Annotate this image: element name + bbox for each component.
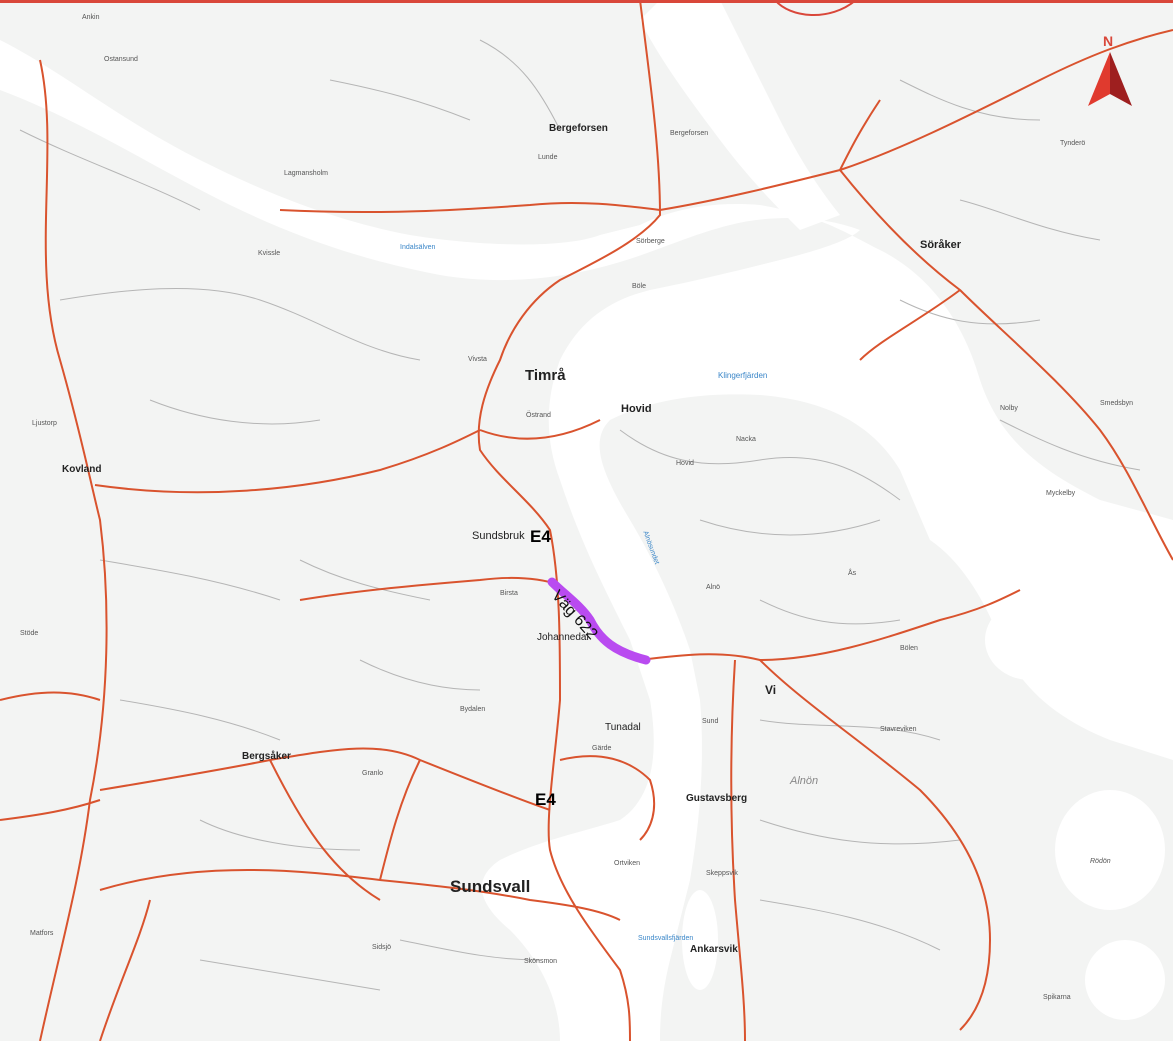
town-sundsbruk[interactable]: Sundsbruk bbox=[472, 530, 525, 542]
water-label-klingerfjarden: Klingerfjärden bbox=[718, 371, 768, 380]
place-label: Hovid bbox=[676, 460, 694, 467]
town-hovid[interactable]: Hovid bbox=[621, 403, 652, 415]
place-label: Birsta bbox=[500, 590, 518, 597]
north-arrow-icon bbox=[1088, 52, 1132, 106]
town-timra[interactable]: Timrå bbox=[525, 367, 566, 384]
town-johannedal[interactable]: Johannedal bbox=[537, 632, 589, 643]
place-label: Sund bbox=[702, 718, 719, 725]
town-kovland[interactable]: Kovland bbox=[62, 464, 102, 475]
town-bergeforsen[interactable]: Bergeforsen bbox=[549, 123, 608, 134]
place-label: Böle bbox=[632, 283, 647, 290]
place-label: Myckelby bbox=[1046, 490, 1076, 497]
road-label-e4-south: E4 bbox=[535, 790, 556, 809]
town-gustavsberg[interactable]: Gustavsberg bbox=[686, 793, 748, 804]
town-ankarsvik[interactable]: Ankarsvik bbox=[690, 944, 738, 955]
water-label-sundsvallsfjarden: Sundsvallsfjärden bbox=[638, 935, 694, 942]
road-label-e4-north: E4 bbox=[530, 527, 551, 546]
town-vi[interactable]: Vi bbox=[765, 683, 777, 697]
place-label: Skönsmon bbox=[524, 958, 558, 965]
place-label: Lagmansholm bbox=[284, 170, 328, 177]
place-label: Ostansund bbox=[104, 56, 138, 63]
place-label: Stavreviken bbox=[880, 726, 917, 733]
water-label-indalsalven: Indalsälven bbox=[400, 244, 436, 251]
place-label: Sidsjö bbox=[372, 944, 392, 951]
place-label: Östrand bbox=[526, 412, 551, 419]
frame-notch bbox=[774, 0, 857, 16]
place-label: Granlo bbox=[362, 770, 384, 777]
town-bergsaker[interactable]: Bergsåker bbox=[242, 751, 291, 762]
place-label: Tynderö bbox=[1060, 140, 1086, 147]
minor-roads bbox=[19, 39, 1141, 991]
route-vag-622-line[interactable] bbox=[547, 577, 651, 665]
town-sundsvall[interactable]: Sundsvall bbox=[450, 877, 531, 896]
place-label: Skeppsvik bbox=[706, 870, 738, 877]
place-label: Alnön bbox=[790, 775, 819, 787]
place-label: Bölen bbox=[900, 645, 918, 652]
place-label: Bergeforsen bbox=[670, 130, 709, 137]
north-arrow-letter: N bbox=[1103, 33, 1114, 49]
town-soraker[interactable]: Söråker bbox=[920, 239, 961, 251]
place-label: Nolby bbox=[1000, 405, 1018, 412]
place-label: Ortviken bbox=[614, 860, 641, 867]
place-label: Smedsbyn bbox=[1100, 400, 1134, 407]
place-label: Kvissle bbox=[258, 250, 281, 257]
place-label: Bydalen bbox=[460, 706, 486, 713]
place-label: Gärde bbox=[592, 745, 612, 752]
place-label: Ås bbox=[848, 570, 857, 577]
place-label: Ankin bbox=[82, 14, 100, 21]
place-label: Sörberge bbox=[636, 238, 665, 245]
place-label: Alnö bbox=[706, 584, 721, 591]
place-label: Rödön bbox=[1090, 858, 1111, 865]
town-tunadal[interactable]: Tunadal bbox=[605, 722, 641, 733]
place-label: Matfors bbox=[30, 930, 54, 937]
place-label: Nacka bbox=[736, 436, 756, 443]
place-label: Ljustorp bbox=[32, 420, 57, 427]
place-label: Spikarna bbox=[1043, 994, 1071, 1001]
place-label: Vivsta bbox=[468, 356, 487, 363]
place-label: Lunde bbox=[538, 154, 558, 161]
place-label: Stöde bbox=[20, 630, 39, 637]
